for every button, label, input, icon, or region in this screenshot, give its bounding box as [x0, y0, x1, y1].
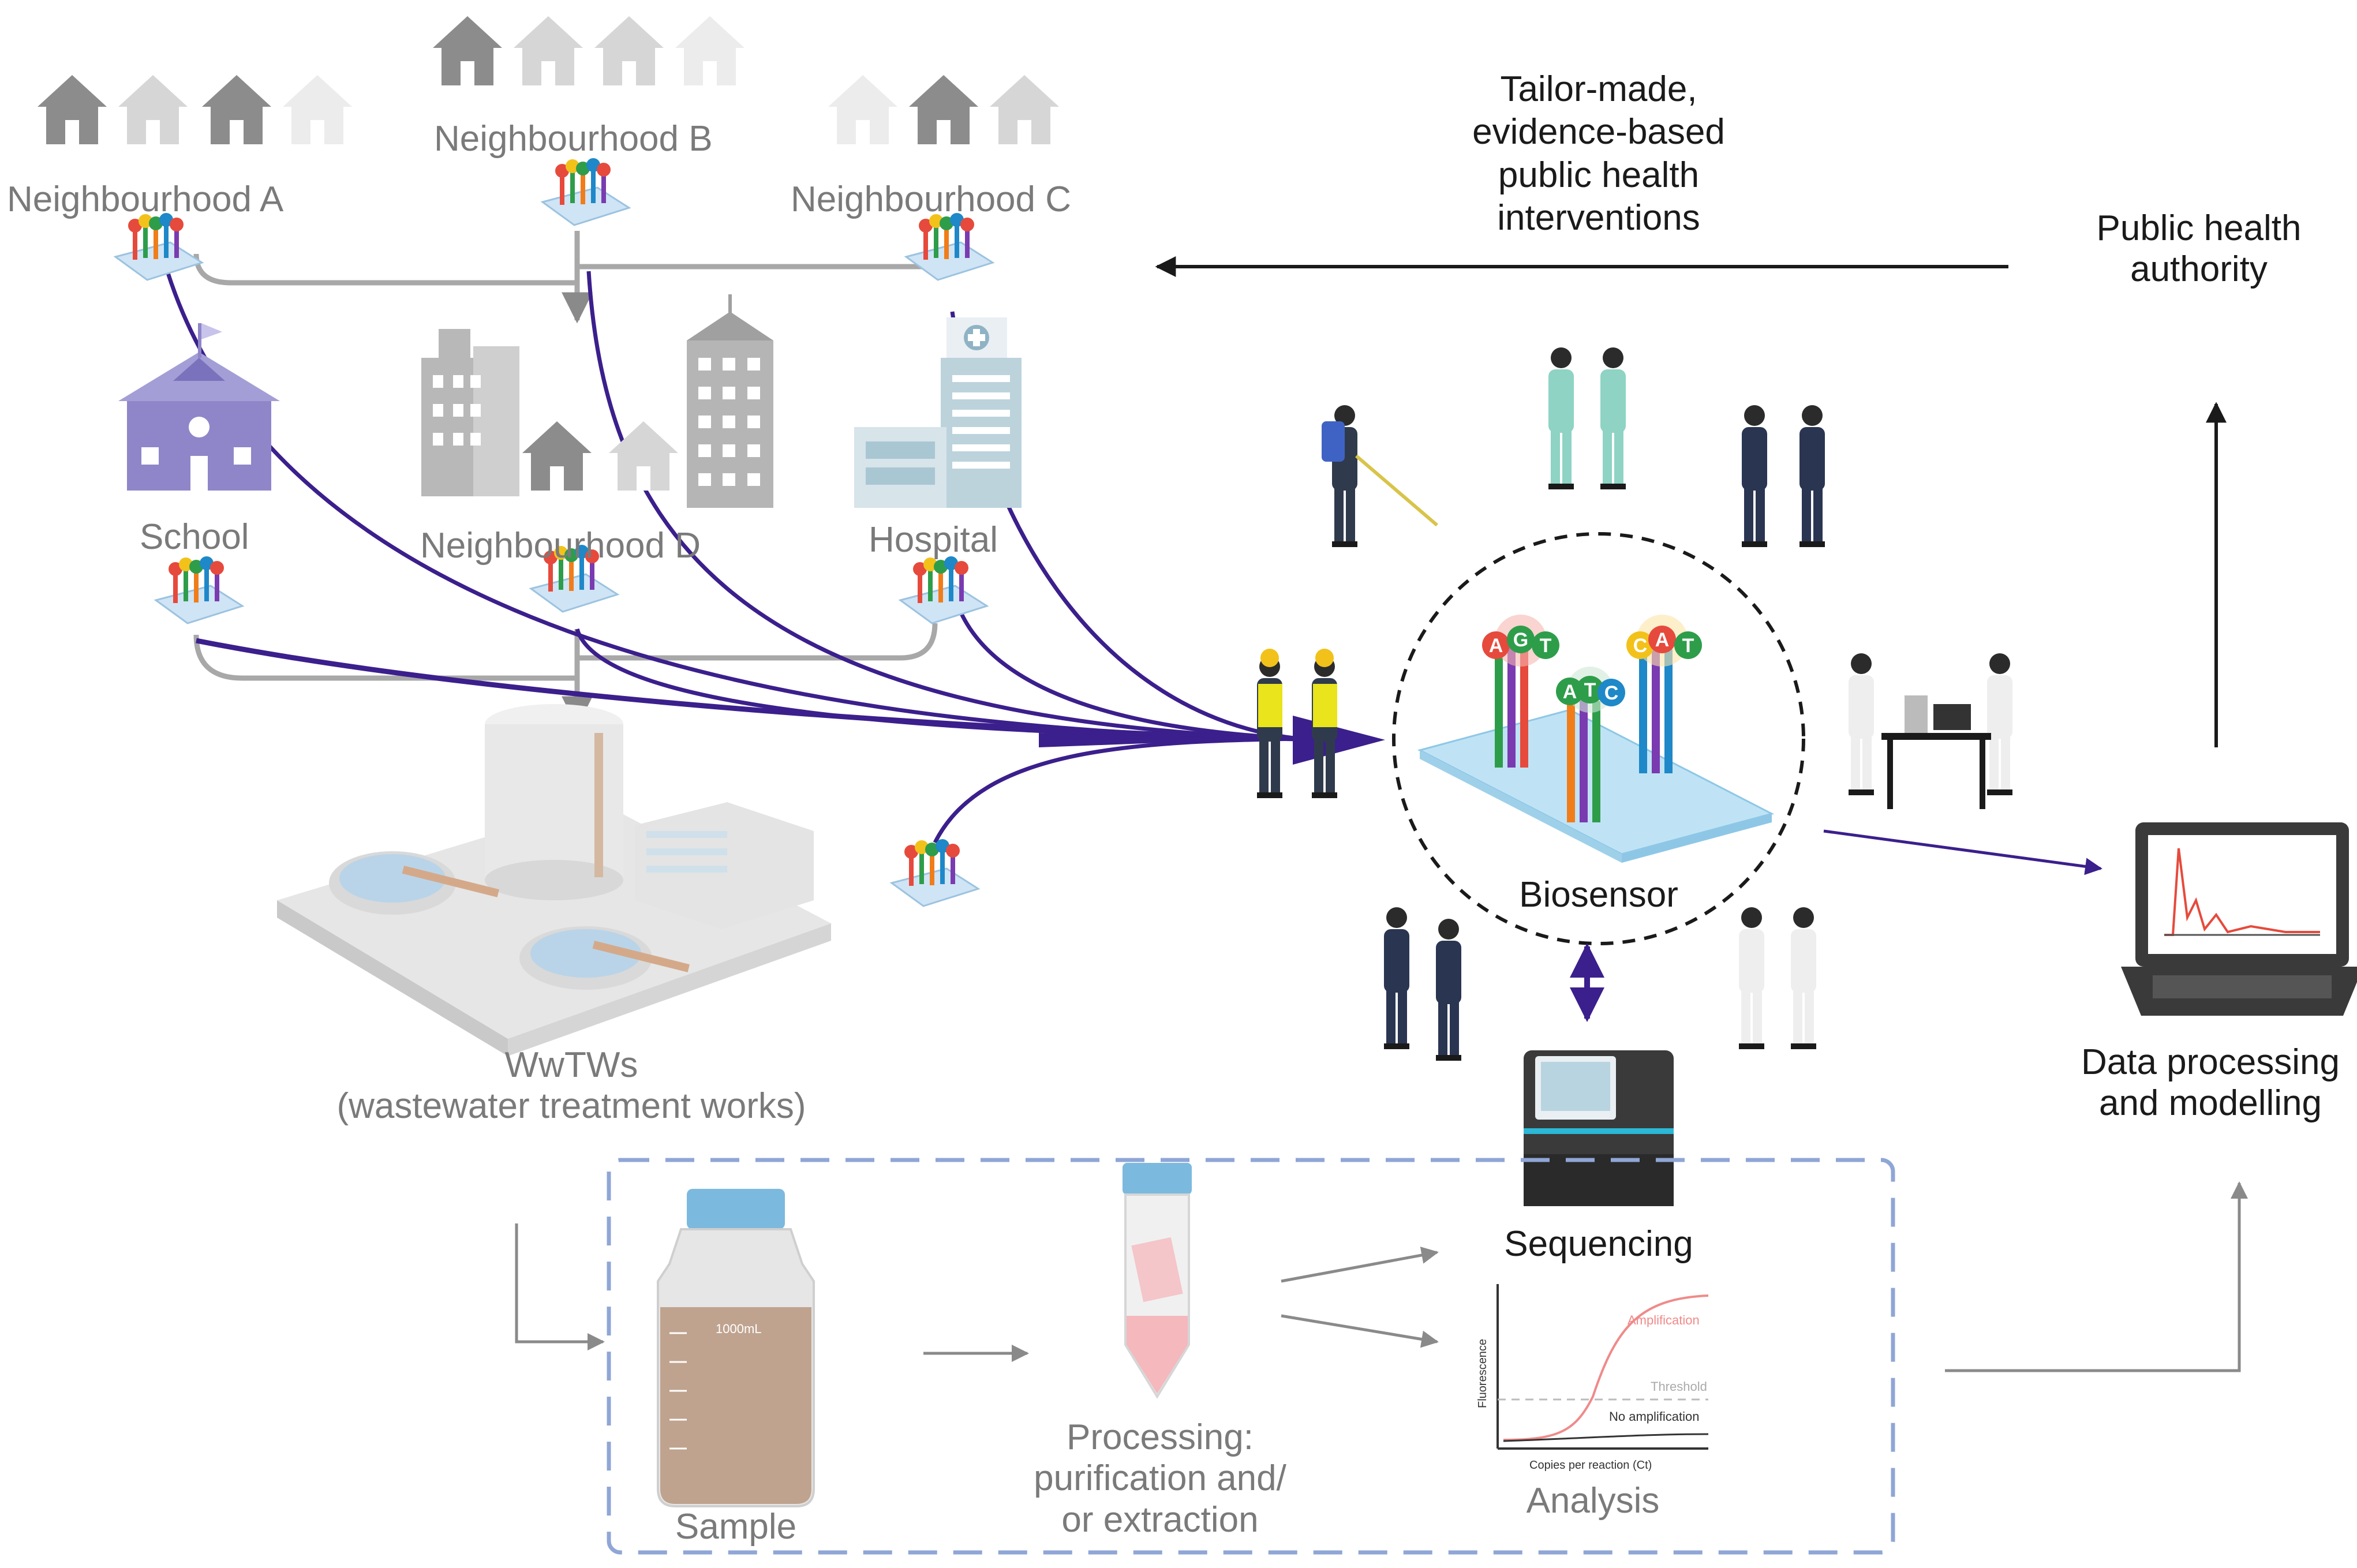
- processing-tube: [1123, 1163, 1192, 1399]
- wwtw-sample-arrow: [515, 1223, 605, 1350]
- neighbourhood-b-label: Neighbourhood B: [434, 119, 713, 159]
- biosensor-label: Biosensor: [1519, 875, 1678, 915]
- data-processing-label: Data processing and modelling: [2081, 1042, 2340, 1124]
- laptop: [2121, 822, 2357, 1016]
- sample-bottle: 1000mL: [657, 1189, 815, 1507]
- base-1-1: A: [1489, 635, 1503, 657]
- base-1-3: T: [1540, 635, 1552, 657]
- processing-sequencing-arrow: [1281, 1247, 1439, 1283]
- neighbourhood-a-label: Neighbourhood A: [7, 179, 284, 219]
- qpcr-xlabel: Copies per reaction (Ct): [1529, 1459, 1652, 1472]
- sprayer-worker: [1322, 405, 1438, 547]
- base-2-1: A: [1563, 681, 1577, 703]
- processing-label: Processing: purification and/ or extract…: [1034, 1417, 1286, 1540]
- scientists-bottom: [1739, 907, 1816, 1049]
- neighbourhood-b-houses: [433, 16, 744, 85]
- sample-label: Sample: [675, 1507, 797, 1547]
- biosensor-circle: [1392, 532, 1805, 945]
- lab-technicians: [1849, 653, 2012, 809]
- neighbourhood-c-houses: [828, 75, 1059, 144]
- qpcr-plot: Amplification Threshold No amplification…: [1476, 1284, 1709, 1472]
- officials-suits: [1742, 405, 1825, 547]
- biosensor-data-arrow: [1823, 829, 2102, 875]
- qpcr-ylabel: Fluorescence: [1476, 1339, 1489, 1408]
- biosensor-chip: [1417, 615, 1775, 863]
- officials-bottom: [1384, 907, 1461, 1061]
- qpcr-no-amplification: No amplification: [1609, 1409, 1700, 1424]
- base-3-3: T: [1682, 635, 1694, 657]
- processing-analysis-arrow: [1281, 1314, 1439, 1348]
- workers-yellow-vest: [1257, 649, 1337, 798]
- sequencing-label: Sequencing: [1504, 1224, 1693, 1264]
- biosensor-bases: A G T A T C C A T: [1482, 626, 1702, 706]
- qpcr-amplification: Amplification: [1628, 1313, 1700, 1327]
- nurses: [1548, 347, 1626, 489]
- neighbourhood-c-label: Neighbourhood C: [791, 179, 1072, 219]
- school-building: [118, 323, 280, 491]
- sequencer-machine: [1524, 1050, 1674, 1206]
- analysis-label: Analysis: [1526, 1481, 1660, 1521]
- authority-label: Public health authority: [2096, 208, 2302, 290]
- base-2-3: C: [1604, 682, 1619, 704]
- analysis-data-arrow: [1945, 1181, 2248, 1372]
- wwtws-label: WwTWs (wastewater treatment works): [336, 1045, 806, 1127]
- bottle-volume-label: 1000mL: [716, 1322, 762, 1336]
- interventions-label: Tailor-made, evidence-based public healt…: [1472, 69, 1725, 238]
- base-3-1: C: [1633, 635, 1648, 657]
- neighbourhood-a-houses: [38, 75, 352, 144]
- neighbourhood-d-buildings: [421, 294, 773, 508]
- qpcr-threshold: Threshold: [1651, 1379, 1707, 1394]
- hospital-label: Hospital: [869, 520, 998, 560]
- base-1-2: G: [1513, 629, 1528, 651]
- neighbourhood-d-label: Neighbourhood D: [420, 526, 701, 566]
- wastewater-treatment-plant: [277, 704, 831, 1056]
- base-3-2: A: [1655, 629, 1670, 651]
- school-label: School: [140, 517, 249, 557]
- lab-workflow-box: [607, 1158, 1895, 1555]
- hospital-building: [854, 317, 1022, 508]
- purple-flow-lines: [165, 270, 1385, 844]
- base-2-2: T: [1584, 679, 1596, 701]
